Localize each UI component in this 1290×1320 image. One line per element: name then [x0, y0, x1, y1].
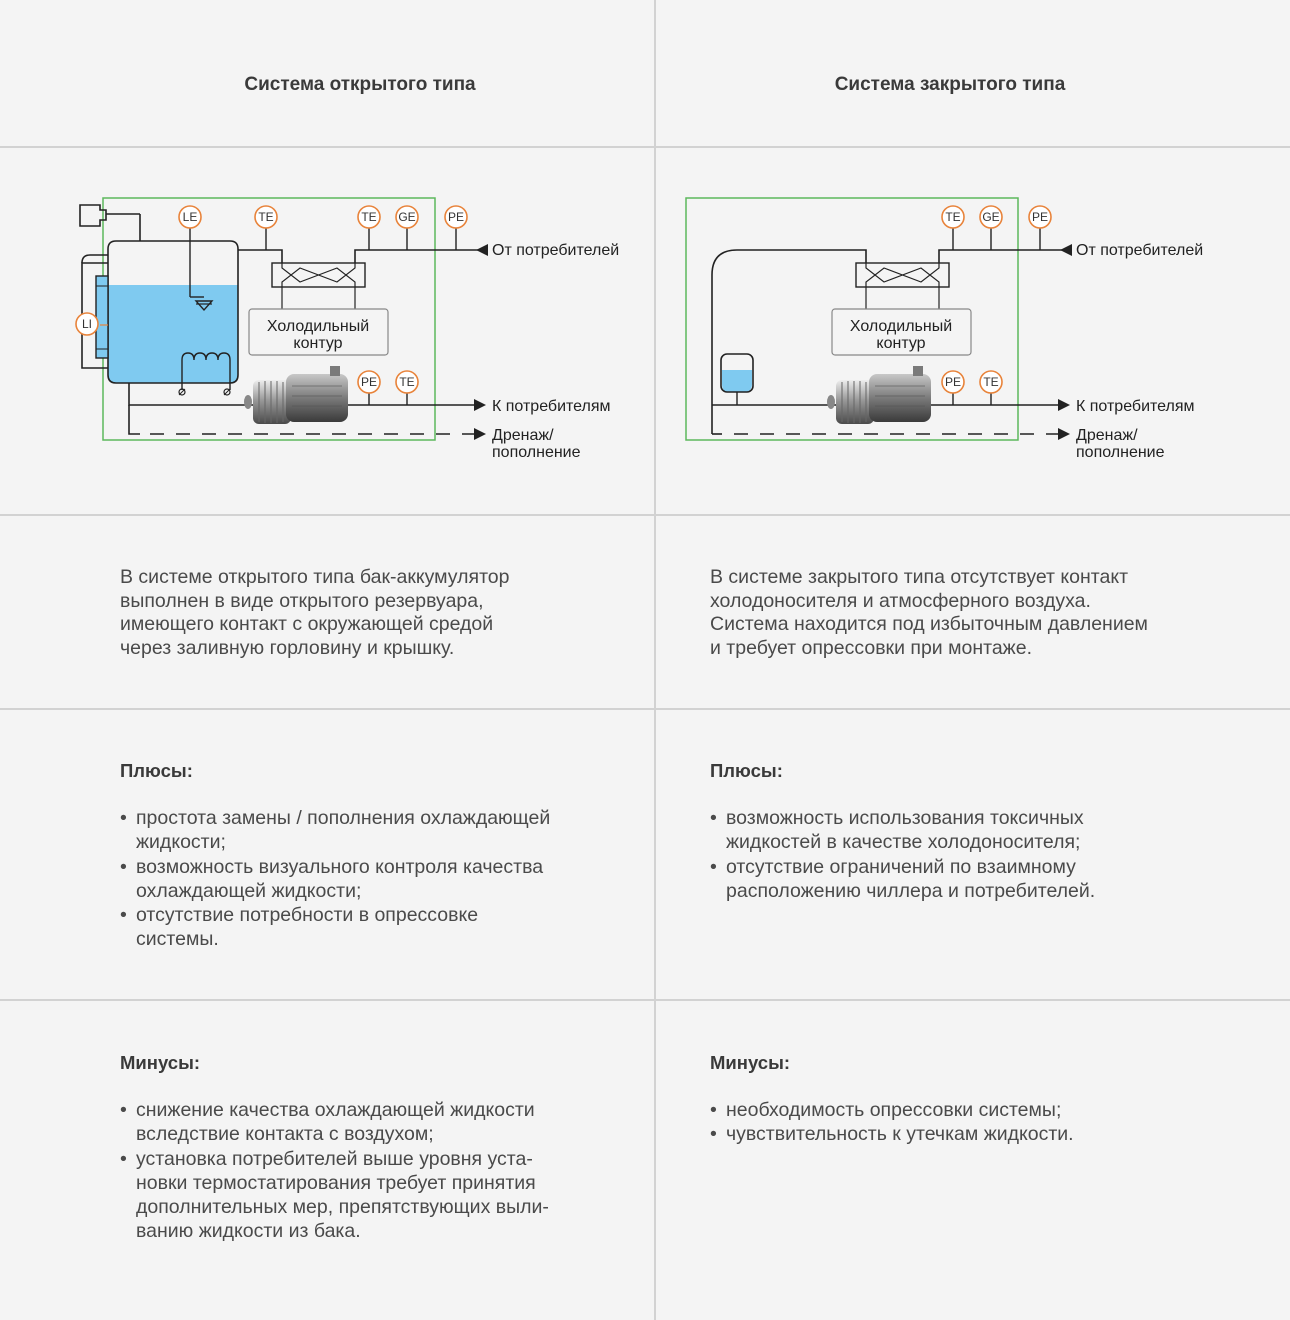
svg-text:TE: TE — [945, 210, 960, 224]
svg-text:TE: TE — [399, 375, 414, 389]
instrument-pe-2: PE — [357, 370, 381, 394]
drain-pipe — [712, 428, 1070, 440]
drain-pipe — [128, 405, 486, 440]
instrument-te-2: TE — [357, 205, 381, 229]
instrument-te-3: TE — [395, 370, 419, 394]
drain-label-1: Дренаж/ — [1076, 427, 1138, 444]
drain-label-2: пополнение — [492, 444, 581, 461]
svg-text:TE: TE — [361, 210, 376, 224]
svg-text:LI: LI — [82, 317, 92, 331]
column-divider — [654, 0, 656, 1320]
list-item: отсутствие ограничений по взаимномураспо… — [710, 855, 1095, 904]
open-system-diagram: Холодильный контур LE TE TE GE — [75, 197, 619, 461]
description-line: через заливную горловину и крышку. — [120, 636, 455, 659]
cooling-circuit-label-1: Холодильный — [267, 318, 369, 335]
description-line: Система находится под избыточным давлени… — [710, 613, 1148, 635]
svg-text:GE: GE — [982, 210, 999, 224]
list-item: возможность использования токсичныхжидко… — [710, 806, 1095, 855]
to-consumers-label: К потребителям — [492, 398, 611, 415]
instrument-ge: GE — [395, 205, 419, 229]
instrument-te-1: TE — [254, 205, 278, 229]
description-line: выполнен в виде открытого резервуара, — [120, 589, 484, 612]
closed-system-description: В системе закрытого типа отсутствует кон… — [710, 566, 1148, 660]
float-switch — [189, 228, 214, 312]
instrument-te-2: TE — [979, 370, 1003, 394]
list-item: установка потребителей выше уровня уста-… — [120, 1147, 549, 1244]
expansion-vessel — [720, 353, 754, 405]
instrument-pe-1: PE — [1028, 205, 1052, 229]
cooling-circuit-label-1: Холодильный — [850, 318, 952, 335]
cooling-circuit-label-2: контур — [293, 335, 342, 352]
list-item: снижение качества охлаждающей жидкостивс… — [120, 1098, 549, 1147]
description-line: имеющего контакт с окружающей средой — [120, 613, 494, 635]
row-divider-pros — [0, 999, 1290, 1001]
svg-text:GE: GE — [398, 210, 415, 224]
cooling-circuit-box — [831, 287, 972, 356]
heater-coil — [178, 352, 231, 396]
closed-system-diagram: Холодильный контур TE GE PE — [685, 197, 1203, 461]
list-item: необходимость опрессовки системы; — [710, 1098, 1074, 1123]
from-consumers-label: От потребителей — [1076, 242, 1203, 259]
drain-label-1: Дренаж/ — [492, 427, 554, 444]
pump — [827, 366, 931, 424]
svg-text:PE: PE — [361, 375, 377, 389]
description-line: В системе закрытого типа отсутствует кон… — [710, 566, 1129, 588]
list-item: возможность визуального контроля качеств… — [120, 855, 550, 904]
drain-label-2: пополнение — [1076, 444, 1165, 461]
open-system-description: В системе открытого типа бак-аккумулятор… — [120, 566, 509, 660]
green-frame — [685, 197, 1019, 441]
instrument-ge: GE — [979, 205, 1003, 229]
svg-text:PE: PE — [448, 210, 464, 224]
svg-text:TE: TE — [258, 210, 273, 224]
list-item: отсутствие потребности в опрессовкесисте… — [120, 903, 550, 952]
cooling-circuit-box — [248, 287, 389, 356]
heat-exchanger — [855, 262, 950, 288]
instrument-te-1: TE — [941, 205, 965, 229]
pump — [244, 366, 348, 424]
list-item: чувствительность к утечкам жидкости. — [710, 1122, 1074, 1147]
to-consumers-label: К потребителям — [1076, 398, 1195, 415]
heat-exchanger — [271, 262, 366, 288]
list-item: простота замены / пополнения охлаждающей… — [120, 806, 550, 855]
instrument-li: LI — [75, 312, 99, 336]
open-cons-list: снижение качества охлаждающей жидкостивс… — [120, 1098, 549, 1244]
description-line: и требует опрессовки при монтаже. — [710, 636, 1032, 659]
from-consumers-label: От потребителей — [492, 242, 619, 259]
row-divider-diagram — [0, 514, 1290, 516]
row-divider-header — [0, 146, 1290, 148]
svg-text:LE: LE — [183, 210, 198, 224]
instrument-le: LE — [178, 205, 202, 229]
closed-cons-list: необходимость опрессовки системы; чувств… — [710, 1098, 1074, 1147]
instrument-pe-1: PE — [444, 205, 468, 229]
open-cons-heading: Минусы: — [120, 1052, 201, 1073]
description-line: В системе открытого типа бак-аккумулятор — [120, 566, 510, 588]
open-pros-heading: Плюсы: — [120, 760, 193, 781]
closed-cons-heading: Минусы: — [710, 1052, 791, 1073]
instrument-pe-2: PE — [941, 370, 965, 394]
return-pipe — [711, 228, 1072, 434]
svg-text:TE: TE — [983, 375, 998, 389]
open-system-title: Система открытого типа — [244, 74, 476, 95]
closed-pros-list: возможность использования токсичныхжидко… — [710, 806, 1095, 903]
svg-text:PE: PE — [1032, 210, 1048, 224]
return-pipe — [238, 228, 488, 263]
closed-pros-heading: Плюсы: — [710, 760, 783, 781]
closed-system-title: Система закрытого типа — [834, 74, 1066, 95]
svg-text:PE: PE — [945, 375, 961, 389]
open-pros-list: простота замены / пополнения охлаждающей… — [120, 806, 550, 952]
level-gauge — [81, 254, 109, 369]
description-line: холодоносителя и атмосферного воздуха. — [710, 589, 1091, 612]
row-divider-description — [0, 708, 1290, 710]
cooling-circuit-label-2: контур — [876, 335, 925, 352]
